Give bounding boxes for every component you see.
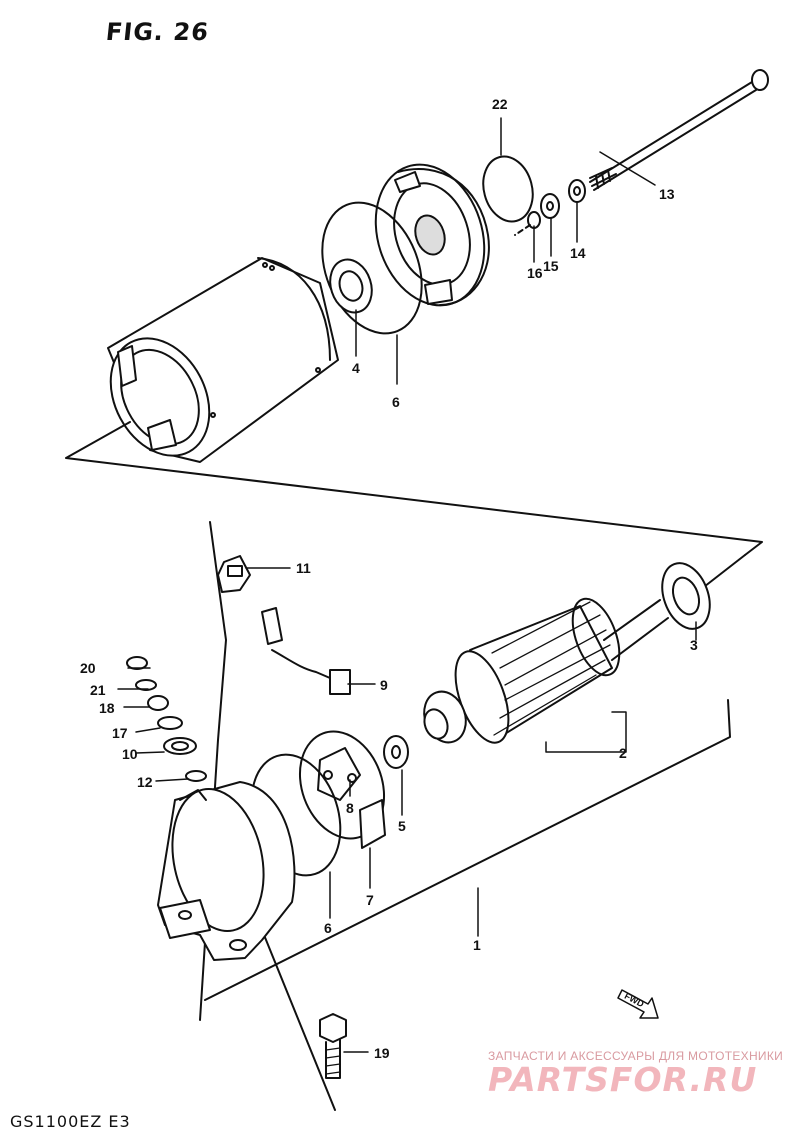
watermark-logo: PARTSFOR.RU	[488, 1060, 758, 1099]
small-parts-stack	[126, 656, 207, 782]
callout-17[interactable]: 17	[112, 725, 128, 741]
front-housing	[157, 781, 296, 961]
fwd-arrow-icon	[617, 989, 659, 1019]
washer-5	[383, 735, 409, 769]
armature	[423, 597, 669, 744]
o-ring-upper	[321, 201, 423, 335]
yoke-housing	[107, 257, 339, 463]
callout-6-lower[interactable]: 6	[324, 920, 332, 936]
callout-9[interactable]: 9	[380, 677, 388, 693]
callout-2[interactable]: 2	[619, 745, 627, 761]
callout-13[interactable]: 13	[659, 186, 675, 202]
brush-holder-11	[217, 555, 251, 593]
end-bracket	[374, 163, 490, 307]
callout-16[interactable]: 16	[527, 265, 543, 281]
callout-20[interactable]: 20	[80, 660, 96, 676]
callout-22[interactable]: 22	[492, 96, 508, 112]
callout-18[interactable]: 18	[99, 700, 115, 716]
callout-7[interactable]: 7	[366, 892, 374, 908]
bearing-3	[661, 562, 711, 630]
callout-8[interactable]: 8	[346, 800, 354, 816]
callout-3[interactable]: 3	[690, 637, 698, 653]
o-ring-22	[482, 155, 534, 223]
callout-12[interactable]: 12	[137, 774, 153, 790]
callout-6-upper[interactable]: 6	[392, 394, 400, 410]
washer-15	[540, 193, 560, 219]
callout-5[interactable]: 5	[398, 818, 406, 834]
long-bolt	[589, 69, 769, 191]
watermark-tagline: ЗАПЧАСТИ И АКСЕССУАРЫ ДЛЯ МОТОТЕХНИКИ	[488, 1049, 784, 1063]
group-outline-bottom	[204, 699, 731, 1001]
bearing-upper	[329, 258, 373, 314]
callout-4[interactable]: 4	[352, 360, 360, 376]
callout-11[interactable]: 11	[296, 560, 311, 576]
brush-9	[261, 607, 351, 695]
callout-21[interactable]: 21	[90, 682, 106, 698]
figure-title: FIG. 26	[104, 18, 211, 46]
callout-19[interactable]: 19	[374, 1045, 390, 1061]
leader-lines	[117, 117, 697, 1053]
group-outline-top	[65, 421, 763, 556]
washer-14	[568, 179, 586, 203]
model-code: GS1100EZ E3	[10, 1112, 131, 1131]
callout-1[interactable]: 1	[473, 937, 481, 953]
bolt-19	[319, 1013, 347, 1079]
callout-10[interactable]: 10	[122, 746, 138, 762]
brush-plate	[298, 730, 386, 849]
callout-15[interactable]: 15	[543, 258, 559, 274]
callout-14[interactable]: 14	[570, 245, 586, 261]
